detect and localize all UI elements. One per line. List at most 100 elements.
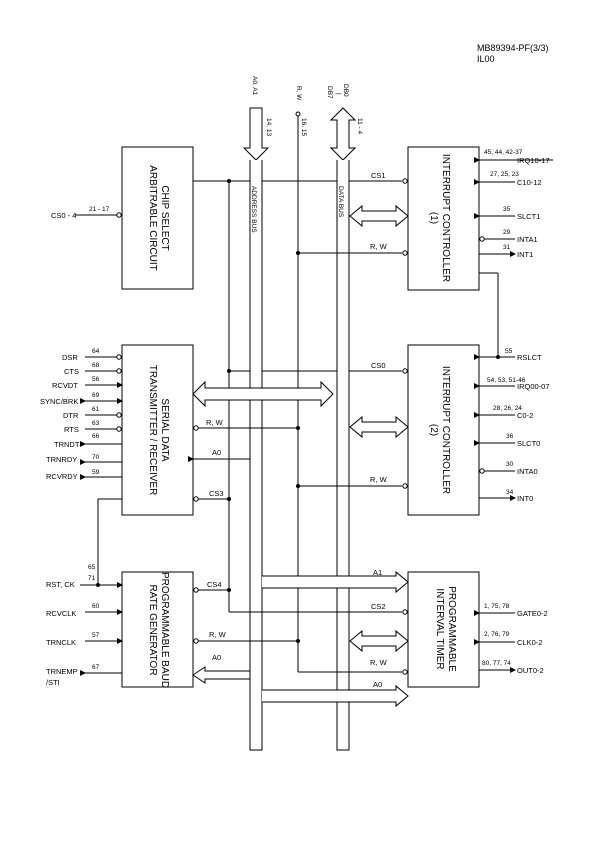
data-bus-label: DATA BUS	[337, 186, 344, 218]
serial-pin-list: DSR 64 CTS 68 RCVDT 56 SYNC/BRK 69 DTR 6…	[40, 348, 123, 481]
chip-select-title2: ARBITRABLE CIRCUIT	[147, 165, 158, 271]
slct0-label: SLCT0	[517, 439, 540, 448]
dsr-label: DSR	[62, 353, 78, 362]
cs0-4-label: CS0 - 4	[51, 211, 76, 220]
c0-2-pin: 28, 26, 24	[493, 405, 522, 412]
sync-brk-label: SYNC/BRK	[40, 397, 78, 406]
data-pin-numbers: 11 - 4	[356, 118, 363, 135]
rslct-pin: 55	[505, 348, 513, 355]
pin71: 71	[88, 575, 96, 582]
dtr-pin-node	[116, 412, 122, 418]
irq00-07-label: IRQ00-07	[517, 382, 550, 391]
int1-pin: 31	[503, 244, 511, 251]
inta0-pin: 30	[506, 461, 514, 468]
serial-title1: SERIAL DATA	[159, 398, 170, 461]
a0-timer-label: A0	[373, 680, 382, 689]
data-pins-top: DB0	[342, 84, 349, 97]
rcvrdy-label: RCVRDY	[46, 472, 78, 481]
cs0-junction	[227, 369, 231, 373]
address-pins-label: A0, A1	[251, 76, 258, 96]
slct1-pin: 35	[503, 206, 511, 213]
trnclk-label: TRNCLK	[46, 638, 76, 647]
irq00-07-pin: 54, 53, 51-46	[487, 377, 526, 384]
cs2-label: CS2	[371, 602, 386, 611]
rts-pin: 63	[92, 420, 100, 427]
rw-ic1-pin-node	[402, 250, 408, 256]
ic1-title1: INTERRUPT CONTROLLER	[440, 154, 451, 282]
data-pins-bottom: DB7	[326, 86, 333, 99]
rcvdt-label: RCVDT	[52, 381, 78, 390]
rcvclk-label: RCVCLK	[46, 609, 76, 618]
cs1-label: CS1	[371, 171, 386, 180]
inta1-pin: 29	[503, 229, 511, 236]
rslct-label: RSLCT	[517, 353, 542, 362]
clk0-2-pin: 2, 76, 79	[484, 631, 510, 638]
timer-title2: INTERVAL TIMER	[434, 588, 445, 669]
inta1-label: INTA1	[517, 235, 538, 244]
trnemp-label: TRNEMP	[46, 667, 78, 676]
baud-block	[121, 571, 194, 688]
a1-timer-label: A1	[373, 568, 382, 577]
baud-title2: RATE GENERATOR	[147, 584, 158, 675]
cts-pin: 68	[92, 362, 100, 369]
sync-brk-pin: 69	[92, 392, 100, 399]
a1-timer-arrow	[262, 570, 409, 594]
rw-ic1-junction	[296, 251, 300, 255]
gate0-2-label: GATE0-2	[517, 609, 548, 618]
a0-baud-label: A0	[212, 653, 221, 662]
doc-rev: IL00	[477, 54, 495, 64]
cs4-junction	[227, 588, 231, 592]
address-bus-body	[249, 160, 263, 751]
timer-block	[407, 571, 480, 688]
address-bus	[242, 107, 270, 161]
ic1-data-arrow	[349, 204, 409, 228]
chip-select-title1: CHIP SELECT	[159, 185, 170, 250]
a0-serial-label: A0	[212, 448, 221, 457]
a0-timer-arrow	[262, 684, 409, 708]
out0-2-pin: 80, 77, 74	[482, 660, 511, 667]
cs0-pin-node	[402, 368, 408, 374]
trnrdy-pin: 70	[92, 454, 100, 461]
ic2-block	[407, 344, 480, 516]
pin60: 60	[92, 603, 100, 610]
rw-baud-pin-node	[193, 638, 199, 644]
rw-ic1-label: R, W	[370, 242, 388, 251]
rw-timer-label: R, W	[370, 658, 388, 667]
doc-id: MB89394-PF(3/3)	[477, 43, 549, 53]
serial-block	[121, 344, 194, 516]
irq10-17-label: IRQ10-17	[517, 156, 550, 165]
rw-pins-label: R, W	[295, 86, 302, 101]
data-pins-sep: |	[335, 93, 342, 95]
cs2-pin-node	[402, 609, 408, 615]
rw-timer-pin-node	[402, 669, 408, 675]
irq10-17-pin: 45, 44, 42-37	[484, 149, 523, 156]
baud-title1: PROGRAMMABLE BAUD	[159, 572, 170, 688]
cs4-pin-node	[193, 587, 199, 593]
int1-label: INT1	[517, 250, 533, 259]
c10-12-pin: 27, 25, 23	[490, 171, 519, 178]
cs0-4-pin-node	[116, 212, 122, 218]
chip-select-block	[121, 146, 194, 290]
cs0-4-pin: 21 - 17	[89, 206, 110, 213]
cts-pin-node	[116, 368, 122, 374]
serial-data-arrow	[192, 380, 334, 408]
trndt-pin: 66	[92, 433, 100, 440]
int0-label: INT0	[517, 494, 533, 503]
rw-baud-label: R, W	[209, 630, 227, 639]
timer-title1: PROGRAMMABLE	[446, 586, 457, 672]
rcvdt-pin: 56	[92, 376, 100, 383]
cs3-pin-node	[193, 496, 199, 502]
ic2-title2: (2)	[428, 424, 439, 436]
gate0-2-pin: 1, 75, 78	[484, 603, 510, 610]
ic2-title1: INTERRUPT CONTROLLER	[440, 366, 451, 494]
rst-ck-label: RST, CK	[46, 580, 75, 589]
a0-baud-arrow	[192, 666, 251, 684]
cs1-pin-node	[402, 178, 408, 184]
rw-ic2-junction	[296, 484, 300, 488]
pin67: 67	[92, 664, 100, 671]
int0-pin: 34	[506, 489, 514, 496]
c10-12-label: C10-12	[517, 178, 542, 187]
dsr-pin: 64	[92, 348, 100, 355]
rcvrdy-pin: 59	[92, 469, 100, 476]
